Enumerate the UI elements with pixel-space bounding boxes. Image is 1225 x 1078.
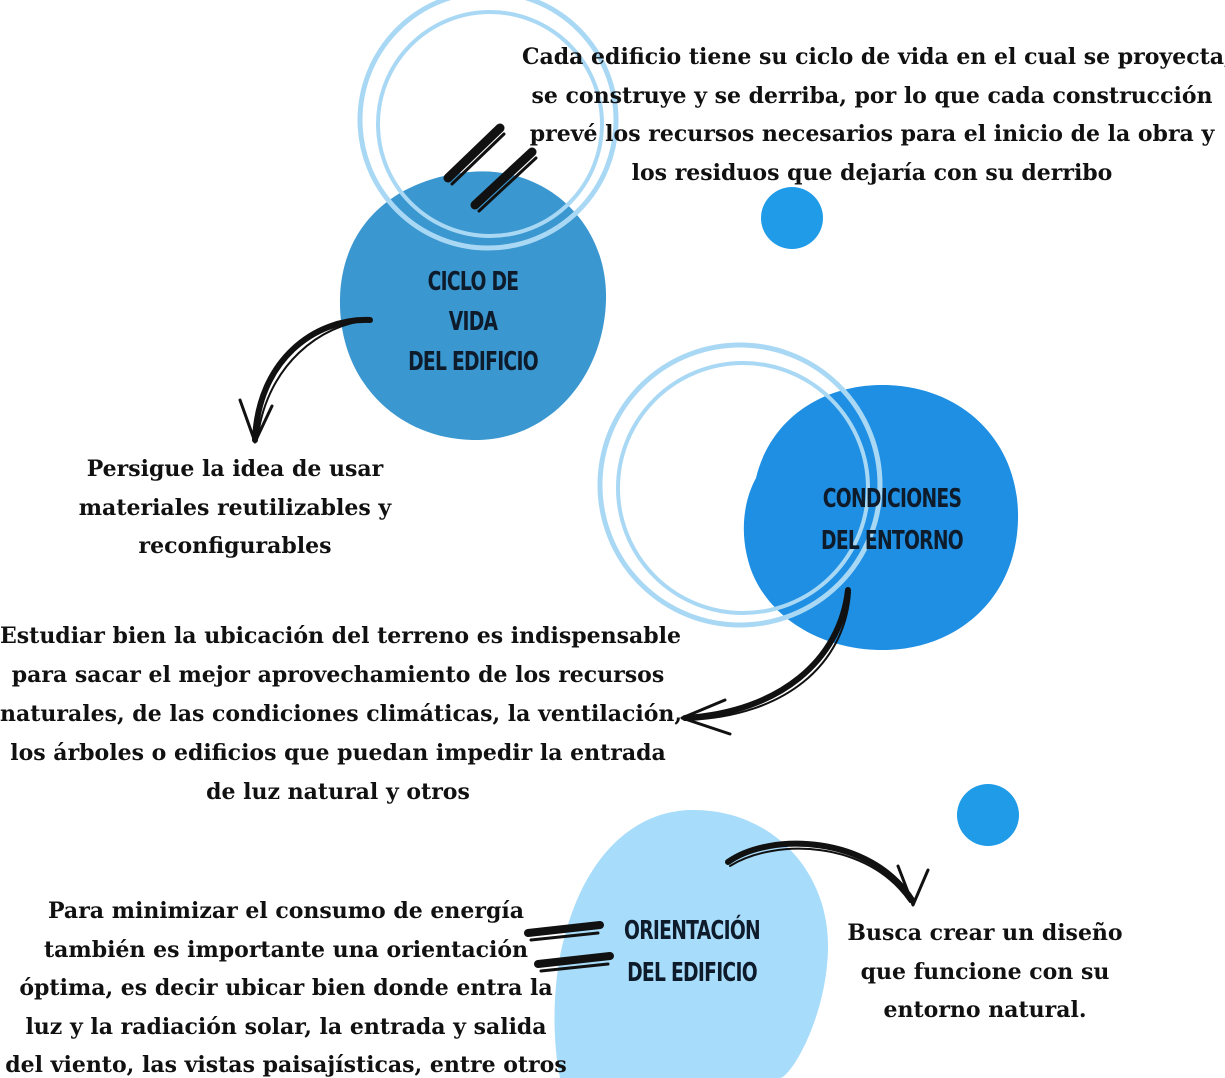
ciclo-desc-line: Cada edificio tiene su ciclo de vida en … xyxy=(522,44,1225,70)
ciclo-result: Persigue la idea de usar materiales reut… xyxy=(60,450,410,566)
label-orientacion-line1: ORIENTACIÓN xyxy=(624,916,761,946)
ring-top-outer xyxy=(357,0,619,251)
orientacion-result-line: que funcione con su xyxy=(860,958,1110,985)
ciclo-result-line: reconfigurables xyxy=(138,533,332,559)
orientacion-desc-line: del viento, las vistas paisajísticas, en… xyxy=(5,1052,567,1078)
ciclo-desc-line: prevé los recursos necesarios para el in… xyxy=(529,121,1215,147)
ciclo-result-line: materiales reutilizables y xyxy=(78,494,392,521)
orientacion-desc-line: luz y la radiación solar, la entrada y s… xyxy=(25,1013,547,1040)
arrow-condiciones-to-desc xyxy=(680,587,851,736)
orientacion-desc-line: también es importante una orientación xyxy=(44,936,528,963)
ring-mid-outer xyxy=(597,342,883,628)
ciclo-description: Cada edificio tiene su ciclo de vida en … xyxy=(522,38,1225,192)
arrow-orientacion-to-result xyxy=(725,840,930,907)
orientacion-description: Para minimizar el consumo de energía tam… xyxy=(0,892,572,1078)
ciclo-desc-line: se construye y se derriba, por lo que ca… xyxy=(531,82,1213,109)
orientacion-result: Busca crear un diseño que funcione con s… xyxy=(840,914,1130,1030)
brush-equals-top xyxy=(443,123,538,213)
label-condiciones-line2: DEL ENTORNO xyxy=(821,526,964,556)
entorno-description: Estudiar bien la ubicación del terreno e… xyxy=(0,617,683,812)
orientacion-result-line: entorno natural. xyxy=(883,997,1087,1023)
entorno-desc-line: para sacar el mejor aprovechamiento de l… xyxy=(11,662,665,688)
ciclo-result-line: Persigue la idea de usar xyxy=(86,456,384,482)
dot-bottom xyxy=(957,784,1019,846)
label-condiciones-entorno: CONDICIONES DEL ENTORNO xyxy=(820,478,964,562)
entorno-desc-line: naturales, de las condiciones climáticas… xyxy=(0,701,683,727)
orientacion-desc-line: Para minimizar el consumo de energía xyxy=(47,898,525,924)
label-ciclo-line1: CICLO DE VIDA xyxy=(427,267,519,337)
ring-mid-inner xyxy=(616,361,870,615)
entorno-desc-line: Estudiar bien la ubicación del terreno e… xyxy=(0,623,682,649)
blob-orientacion-edificio xyxy=(554,809,829,1078)
orientacion-desc-line: óptima, es decir ubicar bien donde entra… xyxy=(19,975,553,1001)
label-ciclo-line2: DEL EDIFICIO xyxy=(408,347,539,377)
label-condiciones-line1: CONDICIONES xyxy=(822,484,962,514)
blob-condiciones-entorno xyxy=(743,384,1019,651)
orientacion-result-line: Busca crear un diseño xyxy=(847,920,1123,946)
brush-equals-bottom xyxy=(524,921,614,973)
dot-top xyxy=(761,187,823,249)
label-orientacion-line2: DEL EDIFICIO xyxy=(627,958,758,988)
arrow-ciclo-to-result xyxy=(238,316,373,444)
entorno-desc-line: los árboles o edificios que puedan imped… xyxy=(10,740,666,766)
ring-top-inner xyxy=(376,10,604,238)
label-ciclo-de-vida: CICLO DE VIDA DEL EDIFICIO xyxy=(401,262,545,382)
entorno-desc-line: de luz natural y otros xyxy=(206,779,470,805)
label-orientacion-edificio: ORIENTACIÓN DEL EDIFICIO xyxy=(620,910,764,994)
ciclo-desc-line: los residuos que dejaría con su derribo xyxy=(631,159,1113,186)
